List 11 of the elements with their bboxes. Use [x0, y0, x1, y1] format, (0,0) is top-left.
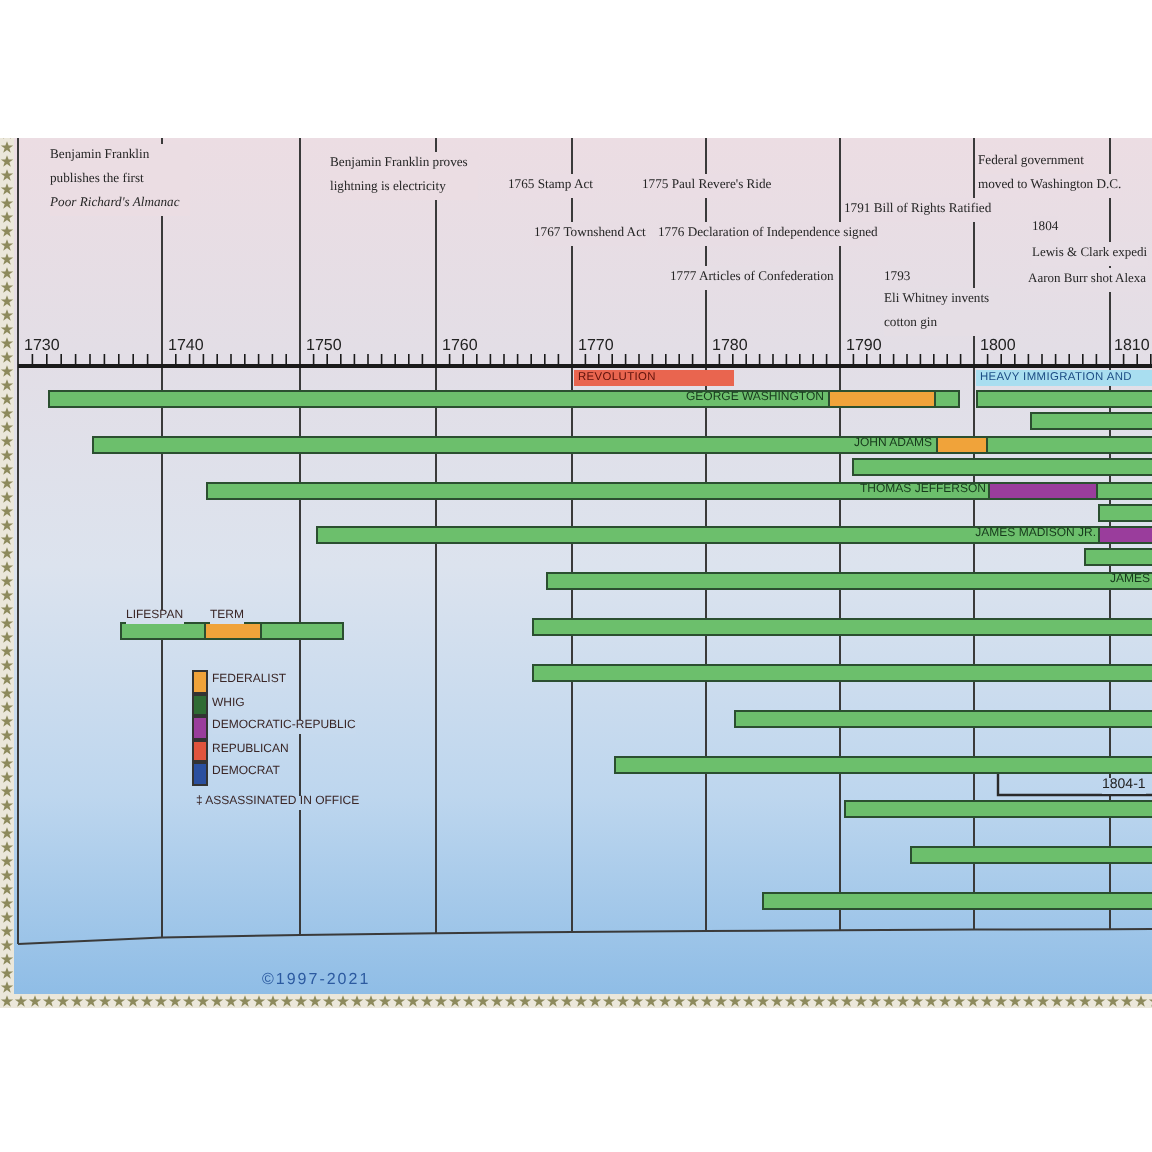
year-label: 1800 — [980, 336, 1016, 356]
year-label: 1750 — [306, 336, 342, 356]
year-label: 1740 — [168, 336, 204, 356]
year-label: 1790 — [846, 336, 882, 356]
copyright-notice: ©1997-2021 — [262, 970, 371, 990]
era-band — [574, 370, 734, 386]
year-label: 1760 — [442, 336, 478, 356]
year-label: 1730 — [24, 336, 60, 356]
year-label: 1780 — [712, 336, 748, 356]
year-label: 1770 — [578, 336, 614, 356]
year-label: 1810 — [1114, 336, 1150, 356]
